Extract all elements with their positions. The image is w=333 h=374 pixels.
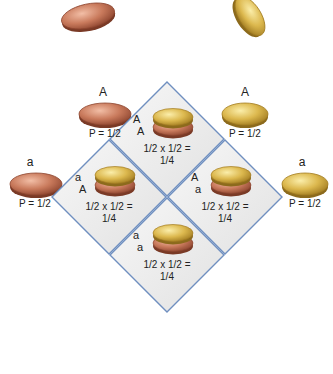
allele-letter: a <box>133 229 139 241</box>
punnett-cell: aa 1/2 x 1/2 = 1/4 <box>109 197 225 313</box>
probability-text: 1/2 x 1/2 = 1/4 <box>140 259 194 283</box>
probability-label: P = 1/2 <box>229 128 261 140</box>
probability-text: 1/2 x 1/2 = 1/4 <box>198 201 252 225</box>
allele-label: a <box>27 156 34 168</box>
cell-outline <box>109 197 225 313</box>
allele-label: A <box>99 86 107 98</box>
allele-letter: A <box>133 113 140 125</box>
allele-letter: a <box>75 171 81 183</box>
allele-letter: A <box>79 183 86 195</box>
probability-label: P = 1/2 <box>89 128 121 140</box>
allele-label: a <box>299 156 306 168</box>
probability-label: P = 1/2 <box>19 198 51 210</box>
allele-letter: A <box>137 125 144 137</box>
allele-label: A <box>241 86 249 98</box>
allele-letter: a <box>195 183 201 195</box>
probability-label: P = 1/2 <box>289 198 321 210</box>
allele-letter: A <box>191 171 198 183</box>
allele-letter: a <box>137 241 143 253</box>
probability-text: 1/2 x 1/2 = 1/4 <box>140 143 194 167</box>
probability-text: 1/2 x 1/2 = 1/4 <box>82 201 136 225</box>
